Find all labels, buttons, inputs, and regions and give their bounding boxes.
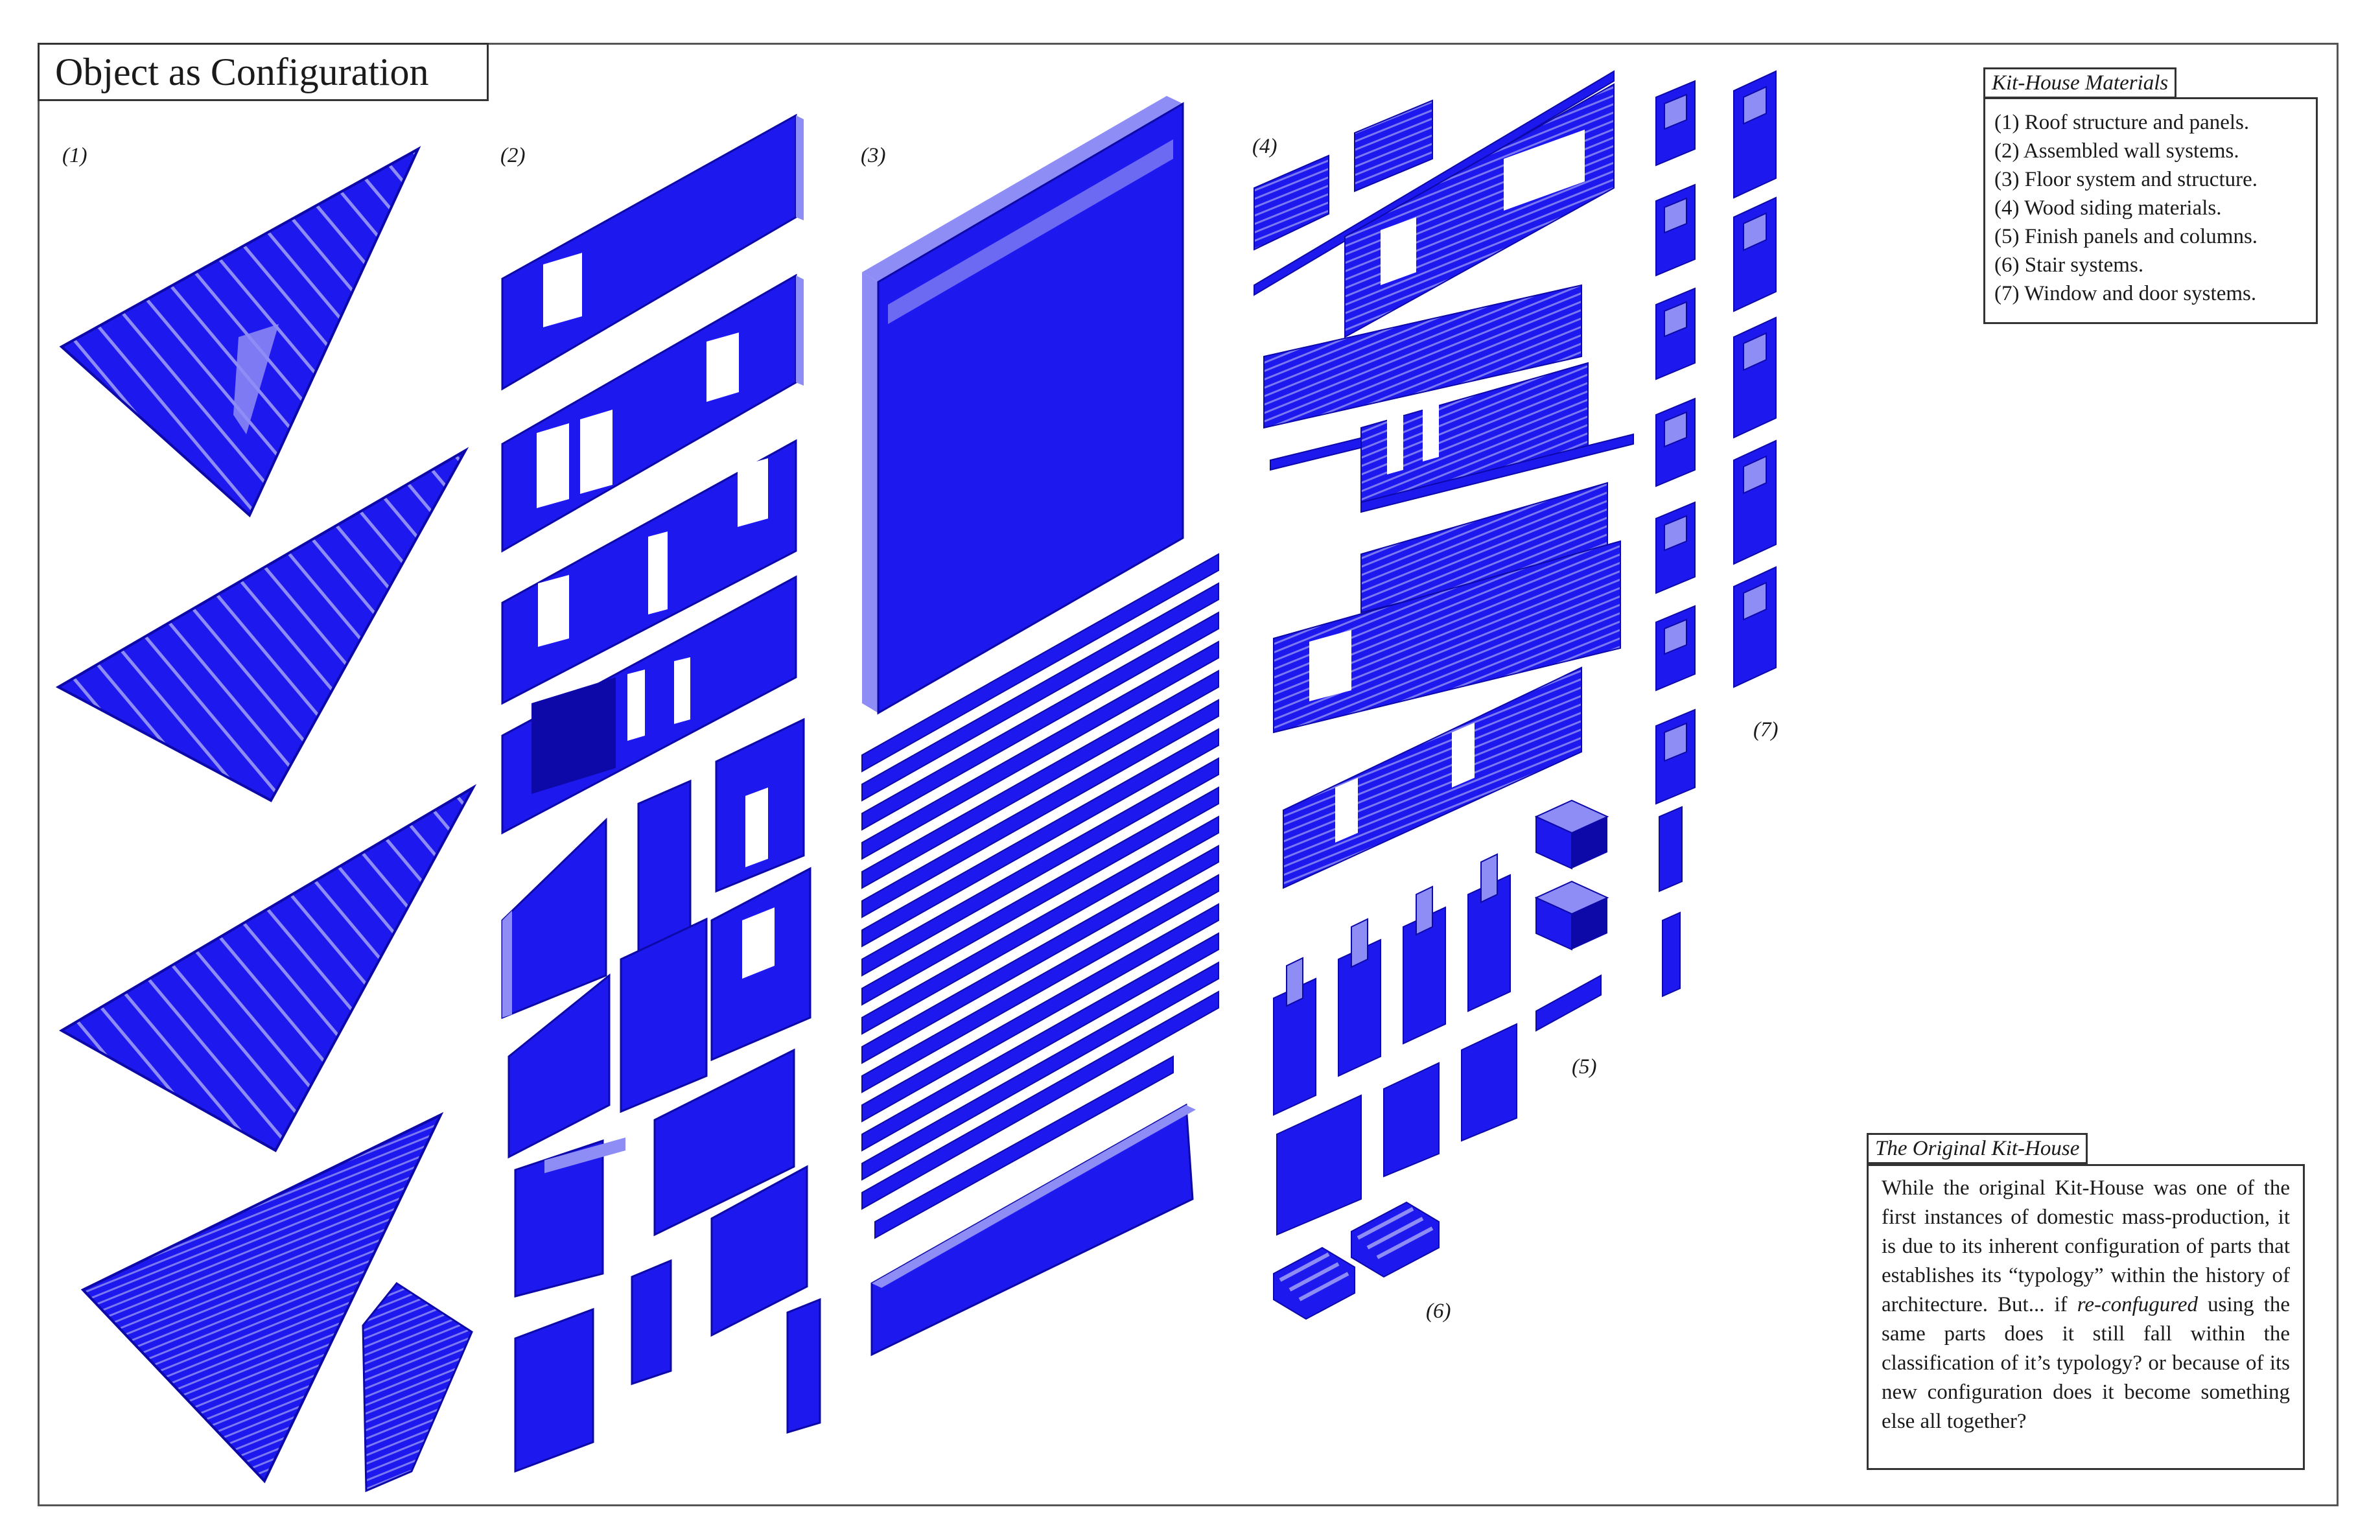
section-label-1: (1) <box>62 144 88 167</box>
section-label-6: (6) <box>1426 1300 1451 1323</box>
column <box>1467 853 1511 1012</box>
legend-item: (1) Roof structure and panels. <box>1994 111 2250 134</box>
wall-panel <box>715 718 805 893</box>
essay-emphasis: re-confugured <box>2077 1293 2199 1316</box>
wall-panel <box>514 1307 594 1473</box>
wall-panel <box>501 274 804 553</box>
section-label-4: (4) <box>1252 135 1278 158</box>
door-unit <box>1733 70 1777 199</box>
wall-panel <box>710 1165 808 1337</box>
floor-deck <box>862 96 1184 715</box>
wall-panel <box>786 1298 821 1434</box>
siding-panel <box>1354 99 1433 192</box>
essay-heading: The Original Kit-House <box>1867 1133 2088 1164</box>
roof-panel <box>59 146 421 518</box>
door-unit <box>1733 566 1777 688</box>
door-unit <box>1733 316 1777 439</box>
window-unit <box>1655 708 1696 805</box>
finish-board <box>1535 974 1602 1032</box>
column <box>1403 885 1446 1045</box>
floor-system-group <box>861 96 1219 1357</box>
window-unit <box>1655 183 1696 277</box>
window-unit <box>1655 287 1696 380</box>
essay-box: While the original Kit-House was one of … <box>1867 1164 2305 1470</box>
window-unit <box>1662 911 1681 998</box>
siding-board <box>1254 70 1615 296</box>
roof-panel <box>55 447 469 802</box>
section-label-2: (2) <box>500 144 526 167</box>
floor-beam <box>870 1103 1196 1357</box>
door-unit <box>1733 439 1777 565</box>
section-label-7: (7) <box>1753 718 1779 741</box>
wall-panel <box>620 917 708 1114</box>
door-unit <box>1733 196 1777 312</box>
roof-panel <box>58 784 477 1152</box>
section-label-5: (5) <box>1572 1055 1597 1079</box>
essay-text-end: using the same parts does it still fall … <box>1882 1293 2290 1433</box>
legend-item: (6) Stair systems. <box>1994 253 2144 277</box>
wall-panel <box>653 1048 795 1237</box>
wall-panel <box>508 973 611 1159</box>
essay-paragraph: While the original Kit-House was one of … <box>1882 1174 2290 1436</box>
stair-unit <box>1351 1201 1440 1278</box>
wall-panel <box>501 439 797 705</box>
window-unit <box>1655 80 1696 167</box>
essay-text-start: While the original Kit-House was one of … <box>1882 1176 2290 1316</box>
wall-panels-group <box>501 113 821 1473</box>
stair-unit <box>1273 1246 1355 1320</box>
siding-panel <box>1273 540 1621 734</box>
finish-box <box>1534 799 1609 870</box>
siding-panel <box>1344 83 1615 338</box>
roof-panels-group <box>55 146 477 1493</box>
legend-item: (2) Assembled wall systems. <box>1994 139 2239 163</box>
drawing-frame <box>38 43 2339 1506</box>
window-unit <box>1659 806 1683 892</box>
wall-panel <box>501 575 797 835</box>
siding-panel <box>1360 362 1589 510</box>
finish-panel <box>1461 1023 1517 1142</box>
siding-panel <box>1283 666 1582 889</box>
finish-box <box>1534 880 1609 951</box>
finish-panel <box>1383 1062 1440 1178</box>
finish-panel <box>1276 1094 1362 1236</box>
column <box>1273 957 1316 1116</box>
windows-group <box>1655 70 1777 998</box>
legend-item: (7) Window and door systems. <box>1994 282 2257 305</box>
legend-item: (3) Floor system and structure. <box>1994 168 2258 191</box>
stairs-group <box>1273 1201 1440 1320</box>
legend-item: (4) Wood siding materials. <box>1994 196 2222 220</box>
roof-panel <box>80 1112 473 1493</box>
siding-group <box>1254 70 1634 889</box>
page-title: Object as Configuration <box>38 43 489 101</box>
legend-heading: Kit-House Materials <box>1983 67 2177 99</box>
floor-joists <box>861 553 1219 1239</box>
window-unit <box>1655 605 1696 692</box>
siding-board <box>1360 433 1634 513</box>
legend-box: (1) Roof structure and panels. (2) Assem… <box>1983 97 2318 324</box>
window-unit <box>1655 501 1696 594</box>
finish-panels-group <box>1273 799 1609 1236</box>
siding-panel <box>1254 154 1329 251</box>
wall-panel <box>710 867 811 1062</box>
column <box>1338 918 1381 1077</box>
legend-item: (5) Finish panels and columns. <box>1994 225 2258 248</box>
window-unit <box>1655 397 1696 487</box>
wall-panel <box>631 1259 672 1386</box>
siding-panel <box>1263 284 1582 429</box>
wall-panel <box>514 1138 625 1298</box>
wall-panel <box>501 817 607 1020</box>
section-label-3: (3) <box>861 144 886 167</box>
wall-panel <box>501 113 804 391</box>
